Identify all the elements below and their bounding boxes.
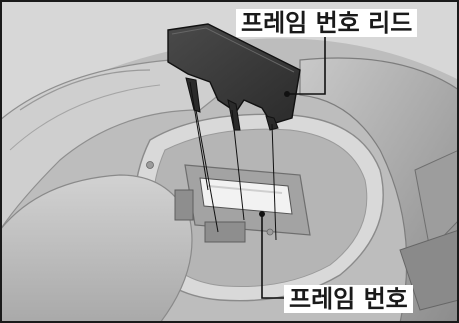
right-lower-trim — [399, 229, 459, 311]
fastener-dot — [146, 161, 154, 169]
fastener-dot — [266, 228, 274, 236]
frame-number-label: 프레임 번호 — [284, 285, 413, 313]
right-trim-piece — [414, 149, 459, 252]
recess-tab-left — [174, 189, 194, 221]
alignment-guides — [189, 81, 277, 241]
body-contour-line — [9, 84, 161, 151]
number-leader-line — [261, 214, 284, 299]
lid-leader-dot — [284, 91, 290, 97]
lower-left-panel — [0, 174, 193, 323]
guide-line — [231, 109, 245, 221]
lid-tab — [265, 115, 279, 131]
frame-number-lid — [167, 23, 301, 125]
frame-number-lid-label: 프레임 번호 리드 — [236, 9, 418, 37]
lid-edge-highlight — [171, 27, 295, 73]
body-contour-line — [19, 69, 151, 111]
number-leader-dot — [259, 211, 265, 217]
lid-tab — [227, 99, 241, 131]
recess-tab-bottom — [204, 221, 246, 243]
lid-tab — [185, 77, 201, 113]
guide-line — [195, 109, 219, 233]
guide-line — [271, 123, 277, 241]
guide-line — [189, 81, 209, 191]
plate-highlight — [207, 185, 283, 194]
